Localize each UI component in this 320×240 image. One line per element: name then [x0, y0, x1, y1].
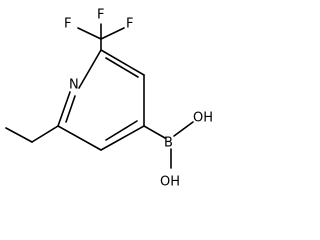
ring-bond-c4-c3 — [100, 125, 145, 151]
atom-label-oh-lower: OH — [160, 175, 180, 190]
ring-bond-n-c6 — [78, 49, 102, 89]
bond-ch2-ch3 — [5, 127, 33, 143]
bond-c2-ch2 — [31, 125, 59, 143]
atom-label-f-right: F — [126, 17, 133, 32]
atom-label-f-top: F — [97, 8, 104, 23]
bond-cf3-f-right — [100, 27, 125, 40]
bond-cf3-f-left — [77, 27, 102, 40]
ring-bond-c3-c3-inner — [105, 120, 138, 141]
atom-label-n: N — [69, 78, 79, 93]
ring-bond-c6-c5 — [100, 49, 145, 76]
atom-label-oh-upper: OH — [193, 111, 213, 126]
ring-bond-c2-n-inner — [65, 95, 76, 123]
atom-label-boron: B — [164, 136, 173, 151]
bond-c4-boron — [143, 125, 166, 139]
bond-boron-oh-upper — [173, 121, 194, 137]
molecule-structure-diagram: N F F F B OH OH — [5, 8, 213, 190]
ring-bond-c3-c2 — [57, 125, 102, 151]
atom-label-f-left: F — [64, 17, 71, 32]
ring-bond-c2-n — [57, 91, 71, 127]
ring-bond-c5-c5-inner — [105, 57, 139, 78]
